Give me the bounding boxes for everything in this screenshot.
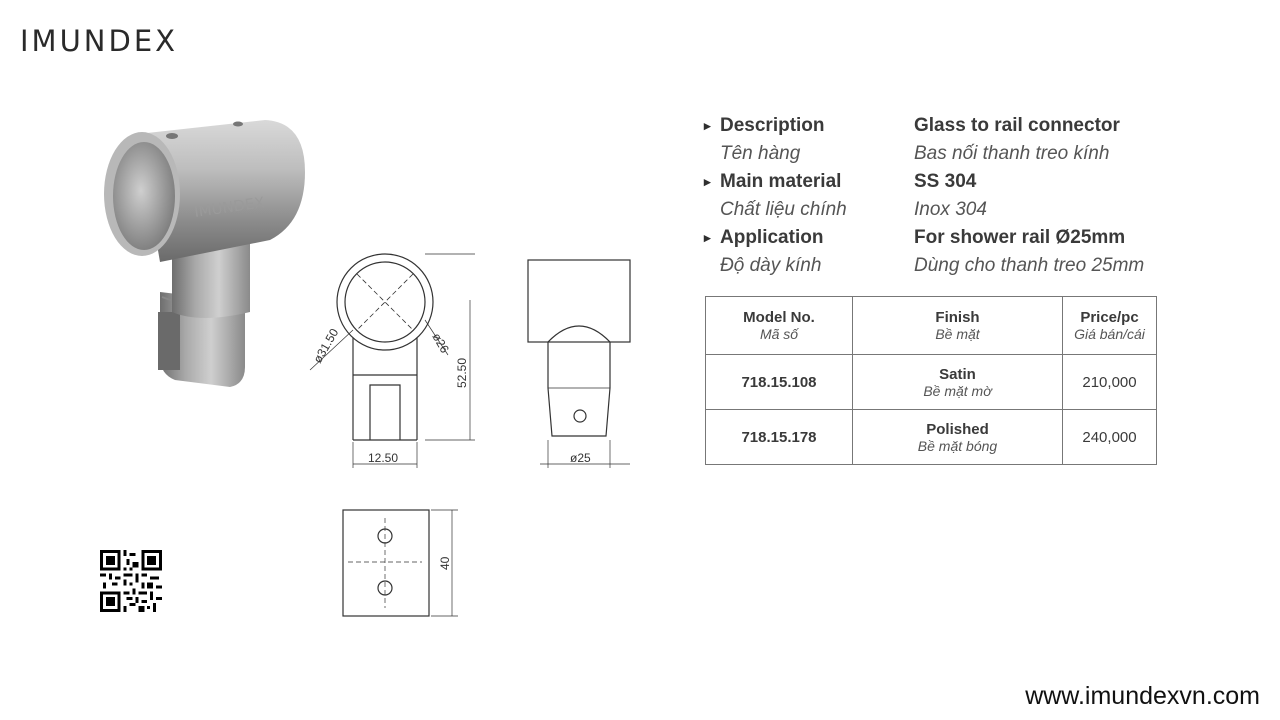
cell-model: 718.15.178	[705, 409, 853, 465]
spec-row-description: ▸ Description Glass to rail connector	[704, 112, 1174, 140]
dim-5250: 52.50	[455, 358, 469, 388]
spec-value-vi: Dùng cho thanh treo 25mm	[914, 255, 1145, 276]
spec-row-material: ▸ Main material SS 304	[704, 168, 1174, 196]
spec-label: Description	[720, 115, 825, 136]
spec-list: ▸ Description Glass to rail connector Tên…	[704, 112, 1174, 280]
spec-row-application-vi: Độ dày kính Dùng cho thanh treo 25mm	[704, 252, 1174, 280]
spec-label: Application	[720, 227, 824, 248]
spec-value-vi: Bas nối thanh treo kính	[914, 143, 1110, 164]
cell-price: 240,000	[1062, 409, 1157, 465]
dim-1250: 12.50	[368, 451, 398, 465]
svg-text:ø31.50: ø31.50	[310, 326, 341, 366]
spec-label: Main material	[720, 171, 842, 192]
svg-text:ø25: ø25	[570, 451, 591, 465]
cell-model: 718.15.108	[705, 354, 853, 410]
dim-d25: 25	[577, 451, 591, 465]
spec-value: For shower rail Ø25mm	[914, 227, 1126, 248]
bullet-icon: ▸	[704, 118, 711, 133]
spec-label-vi: Tên hàng	[720, 143, 801, 164]
bullet-icon: ▸	[704, 230, 711, 245]
spec-row-application: ▸ Application For shower rail Ø25mm	[704, 224, 1174, 252]
spec-value-vi: Inox 304	[914, 199, 987, 220]
spec-value: Glass to rail connector	[914, 115, 1120, 136]
dim-40: 40	[438, 556, 452, 570]
spec-value: SS 304	[914, 171, 977, 192]
spec-label-vi: Chất liệu chính	[720, 199, 847, 220]
dim-d3150: 31.50	[314, 326, 341, 359]
technical-drawing: ø31.50 ø26 52.50 12.50 ø25 40	[309, 253, 631, 617]
product-photo: IMUNDEX	[104, 120, 305, 387]
spec-row-material-vi: Chất liệu chính Inox 304	[704, 196, 1174, 224]
bullet-icon: ▸	[704, 174, 711, 189]
header-model: Model No.Mã số	[705, 296, 853, 355]
qr-code[interactable]	[100, 550, 162, 612]
dim-d26: 26	[433, 337, 452, 356]
spec-row-description-vi: Tên hàng Bas nối thanh treo kính	[704, 140, 1174, 168]
spec-label-vi: Độ dày kính	[720, 255, 822, 276]
svg-text:ø26: ø26	[429, 331, 452, 356]
cell-price: 210,000	[1062, 354, 1157, 410]
website-link[interactable]: www.imundexvn.com	[1025, 682, 1260, 710]
brand-logo: IMUNDEX	[20, 24, 179, 58]
